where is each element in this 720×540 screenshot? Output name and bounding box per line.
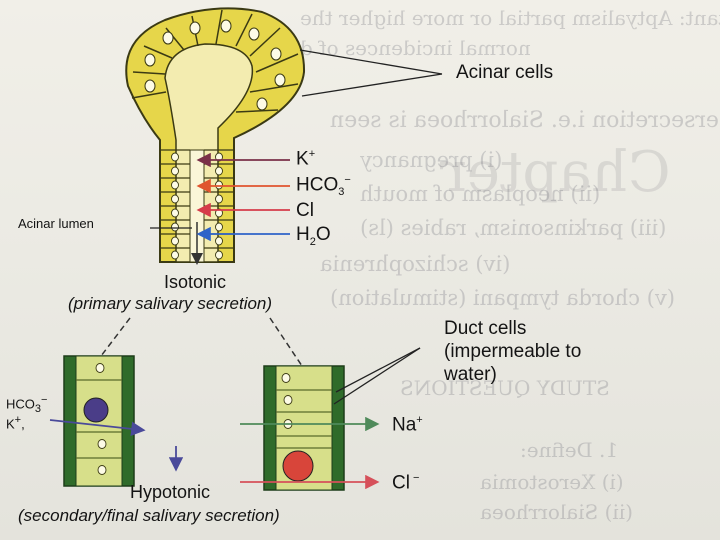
secondary-secretion-label: (secondary/final salivary secretion) — [18, 506, 280, 526]
hypotonic-label: Hypotonic — [130, 482, 210, 503]
left-hco3-label: HCO3− — [6, 394, 47, 415]
dashed-connector-right — [270, 318, 302, 366]
duct-cells-line-3: water) — [444, 364, 497, 386]
acinar-cells-label: Acinar cells — [456, 62, 553, 84]
acinar-cells-pointer — [300, 50, 442, 96]
duct-cells-pointer — [334, 348, 420, 404]
isotonic-label: Isotonic — [164, 272, 226, 293]
duct-segment-right — [264, 366, 344, 490]
left-k-label: K+, — [6, 414, 25, 431]
acinus — [126, 8, 304, 262]
nucleus-red — [283, 451, 313, 481]
duct-segment-left — [64, 356, 134, 486]
cl-label: Cl — [296, 200, 314, 222]
nucleus-blue — [84, 398, 108, 422]
h2o-label: H2O — [296, 224, 331, 248]
acinar-lumen-label: Acinar lumen — [18, 216, 94, 231]
cl-out-label: Cl − — [392, 472, 419, 494]
hco3-label: HCO3− — [296, 174, 351, 198]
dashed-connector-left — [98, 318, 130, 360]
primary-secretion-label: (primary salivary secretion) — [68, 294, 272, 314]
na-label: Na+ — [392, 414, 423, 436]
duct-cells-line-2: (impermeable to — [444, 341, 581, 363]
duct-cells-line-1: Duct cells — [444, 318, 526, 340]
k-label: K+ — [296, 148, 315, 170]
